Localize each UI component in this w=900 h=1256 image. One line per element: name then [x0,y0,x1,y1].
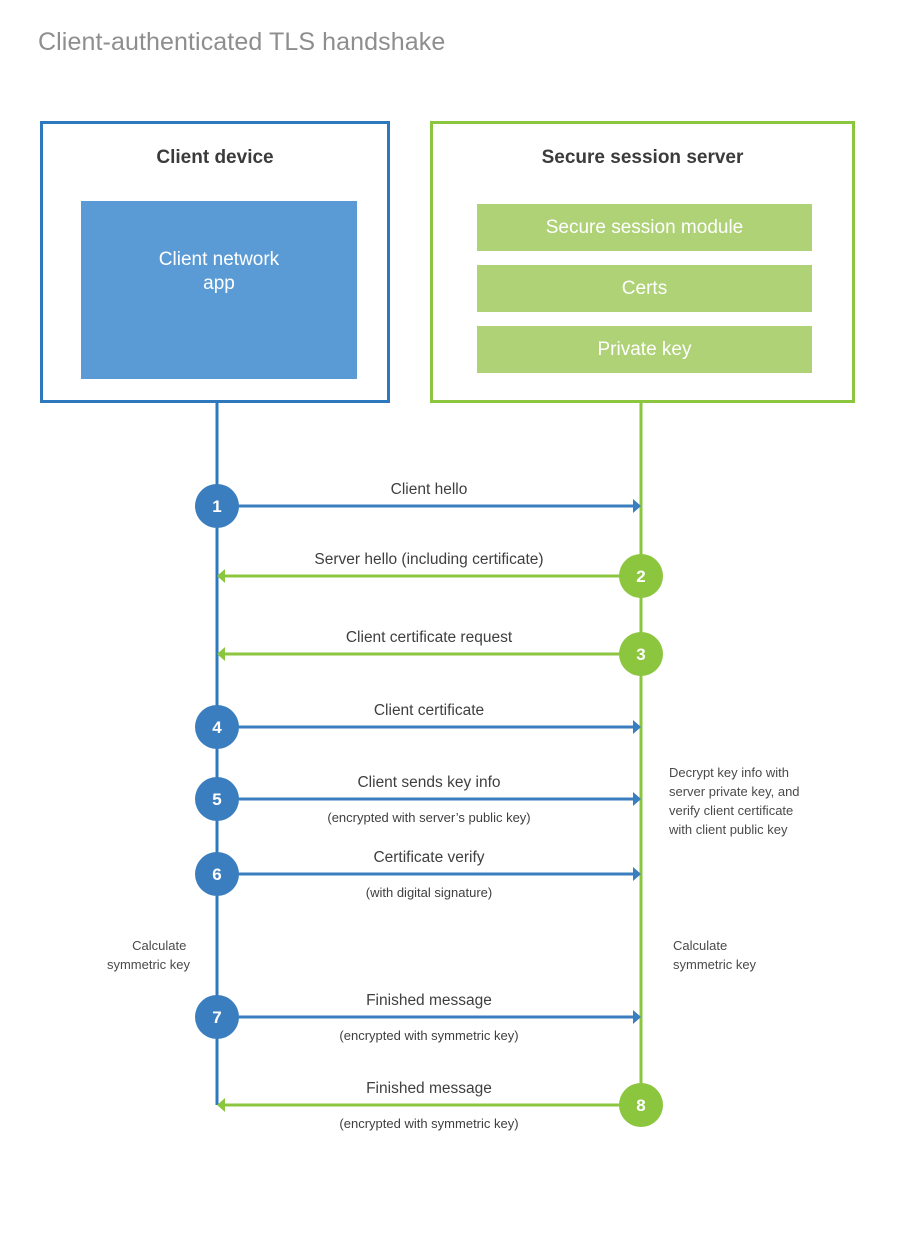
flow-sublabel-6: (with digital signature) [366,885,492,900]
server-component-certs: Certs [477,265,812,312]
flow-label-7: Finished message [366,992,492,1009]
flow-label-3: Client certificate request [346,629,513,646]
client-calculate-note: Calculate symmetric key [107,938,191,972]
step-number-5: 5 [212,790,221,809]
flow-label-6: Certificate verify [373,849,484,866]
flow-sublabel-5: (encrypted with server’s public key) [327,810,530,825]
flow-arrow-4: Client certificate [217,702,641,734]
side-notes-group: Calculate symmetric key Calculate symmet… [107,765,803,972]
step-number-8: 8 [636,1096,645,1115]
flow-arrow-7: Finished message (encrypted with symmetri… [217,992,641,1043]
flow-arrow-1: Client hello [217,481,641,513]
flow-label-8: Finished message [366,1080,492,1097]
client-network-app-block: Client network app [81,201,357,379]
secure-session-server-box: Secure session server Secure session mod… [430,121,855,403]
flow-arrow-2: Server hello (including certificate) [217,551,641,583]
step-number-4: 4 [212,718,222,737]
step-badge-5[interactable]: 5 [195,777,239,821]
client-device-title: Client device [156,147,274,168]
flow-arrow-8: Finished message (encrypted with symmetri… [217,1080,641,1131]
step-badge-2[interactable]: 2 [619,554,663,598]
flow-sublabel-8: (encrypted with symmetric key) [339,1116,518,1131]
server-component-private-key: Private key [477,326,812,373]
step-number-3: 3 [636,645,645,664]
flow-sublabel-7: (encrypted with symmetric key) [339,1028,518,1043]
step-badge-3[interactable]: 3 [619,632,663,676]
step-badge-1[interactable]: 1 [195,484,239,528]
server-calculate-note: Calculate symmetric key [673,938,757,972]
flow-label-2: Server hello (including certificate) [314,551,543,568]
step-badge-7[interactable]: 7 [195,995,239,1039]
flow-arrow-6: Certificate verify (with digital signatur… [217,849,641,900]
flow-arrow-5: Client sends key info (encrypted with ser… [217,774,641,825]
flow-label-4: Client certificate [374,702,484,719]
server-decrypt-note: Decrypt key info with server private key… [668,765,803,837]
flow-label-5: Client sends key info [357,774,500,791]
client-app-line-2: app [203,273,235,294]
step-number-6: 6 [212,865,221,884]
step-number-7: 7 [212,1008,221,1027]
step-badge-6[interactable]: 6 [195,852,239,896]
server-component-secure-session-module: Secure session module [477,204,812,251]
flow-arrow-3: Client certificate request [217,629,641,661]
page-title: Client-authenticated TLS handshake [38,28,446,56]
step-badges-group: 1 2 3 4 5 6 7 8 [195,484,663,1127]
flow-label-1: Client hello [391,481,468,498]
client-app-line-1: Client network [158,248,280,270]
step-badge-4[interactable]: 4 [195,705,239,749]
step-number-2: 2 [636,567,645,586]
secure-session-server-title: Secure session server [541,147,744,168]
client-device-box: Client device Client network app [40,121,390,403]
step-number-1: 1 [212,497,221,516]
step-badge-8[interactable]: 8 [619,1083,663,1127]
